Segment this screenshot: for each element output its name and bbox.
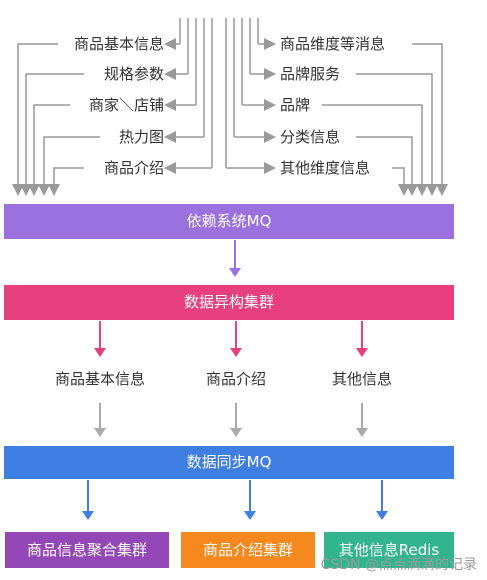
watermark-text: CSDN @点点滴滴的记录 [320,557,477,573]
source-label-brand-service: 品牌服务 [280,64,341,84]
middle-label-product-basic-info: 商品基本信息 [54,370,145,388]
middle-label-other-info: 其他信息 [331,370,392,388]
data-heterogeneous-cluster-bar: 数据异构集群 [4,285,454,320]
product-intro-cluster-box: 商品介绍集群 [181,532,315,568]
data-sync-mq-bar: 数据同步MQ [4,446,454,479]
middle-label-product-intro: 商品介绍 [205,370,266,388]
source-label-brand: 品牌 [280,95,311,115]
dependency-mq-bar: 依赖系统MQ [4,204,454,239]
source-label-other-dimension-info: 其他维度信息 [280,158,371,178]
source-label-merchant-store: 商家＼店铺 [88,95,164,115]
source-label-category-info: 分类信息 [280,127,341,147]
source-label-product-intro: 商品介绍 [103,158,164,178]
source-label-spec-params: 规格参数 [103,64,164,84]
source-label-product-dimension-msg: 商品维度等消息 [280,34,386,54]
source-label-product-basic-info: 商品基本信息 [73,34,164,54]
source-label-heatmap: 热力图 [118,127,164,147]
other-info-redis-box: 其他信息Redis [324,532,454,568]
product-info-aggregation-cluster-box: 商品信息聚合集群 [5,532,169,568]
